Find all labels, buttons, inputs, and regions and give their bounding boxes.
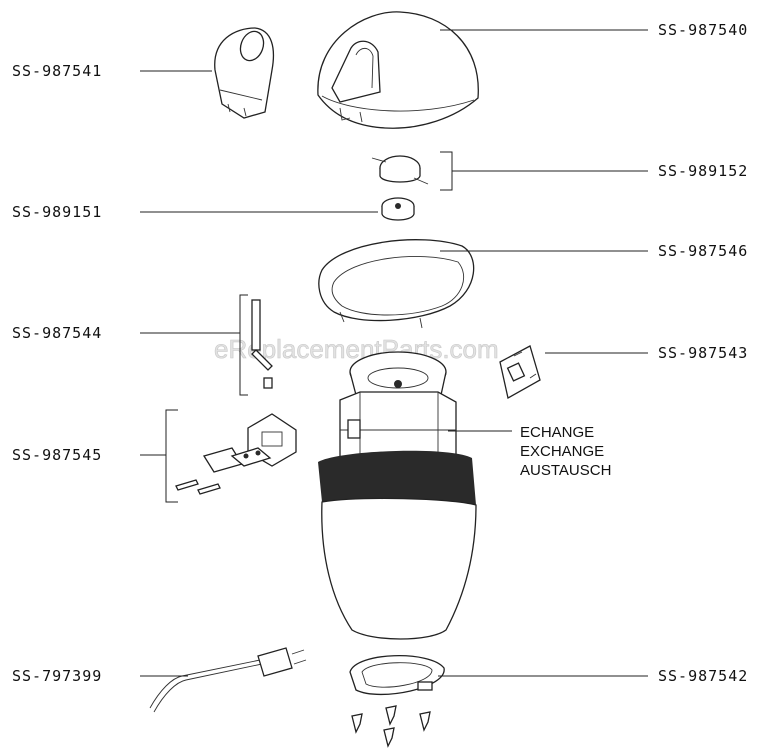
seal-ring-label: SS-987546 bbox=[658, 242, 748, 260]
knob-label: SS-989151 bbox=[12, 203, 102, 221]
motor-note-line3: AUSTAUSCH bbox=[520, 462, 611, 479]
switch-housing-leader bbox=[140, 409, 178, 503]
motor-note-line2: EXCHANGE bbox=[520, 443, 604, 460]
knob-part bbox=[381, 197, 415, 221]
switch-actuator-leader bbox=[440, 151, 648, 191]
switch-housing-part bbox=[175, 413, 297, 495]
switch-actuator-part bbox=[371, 155, 429, 185]
seal-ring-part bbox=[318, 239, 475, 329]
lid-part bbox=[317, 11, 479, 129]
base-plate-label: SS-987542 bbox=[658, 667, 748, 685]
motor-note-line1: ECHANGE bbox=[520, 424, 594, 441]
body-housing-part bbox=[318, 450, 477, 640]
power-cord-label: SS-797399 bbox=[12, 667, 102, 685]
power-cord-part bbox=[149, 647, 307, 713]
switch-actuator-label: SS-989152 bbox=[658, 162, 748, 180]
switch-rod-leader bbox=[140, 294, 248, 396]
circuit-board-label: SS-987543 bbox=[658, 344, 748, 362]
switch-rod-label: SS-987544 bbox=[12, 324, 102, 342]
switch-rod-part bbox=[251, 299, 273, 389]
base-plate-part bbox=[349, 655, 445, 696]
circuit-board-part bbox=[499, 345, 541, 399]
switch-housing-label: SS-987545 bbox=[12, 446, 102, 464]
screws-part bbox=[351, 705, 431, 748]
lid-cap-label: SS-987541 bbox=[12, 62, 102, 80]
lid-cap-part bbox=[214, 27, 275, 119]
lid-label: SS-987540 bbox=[658, 21, 748, 39]
